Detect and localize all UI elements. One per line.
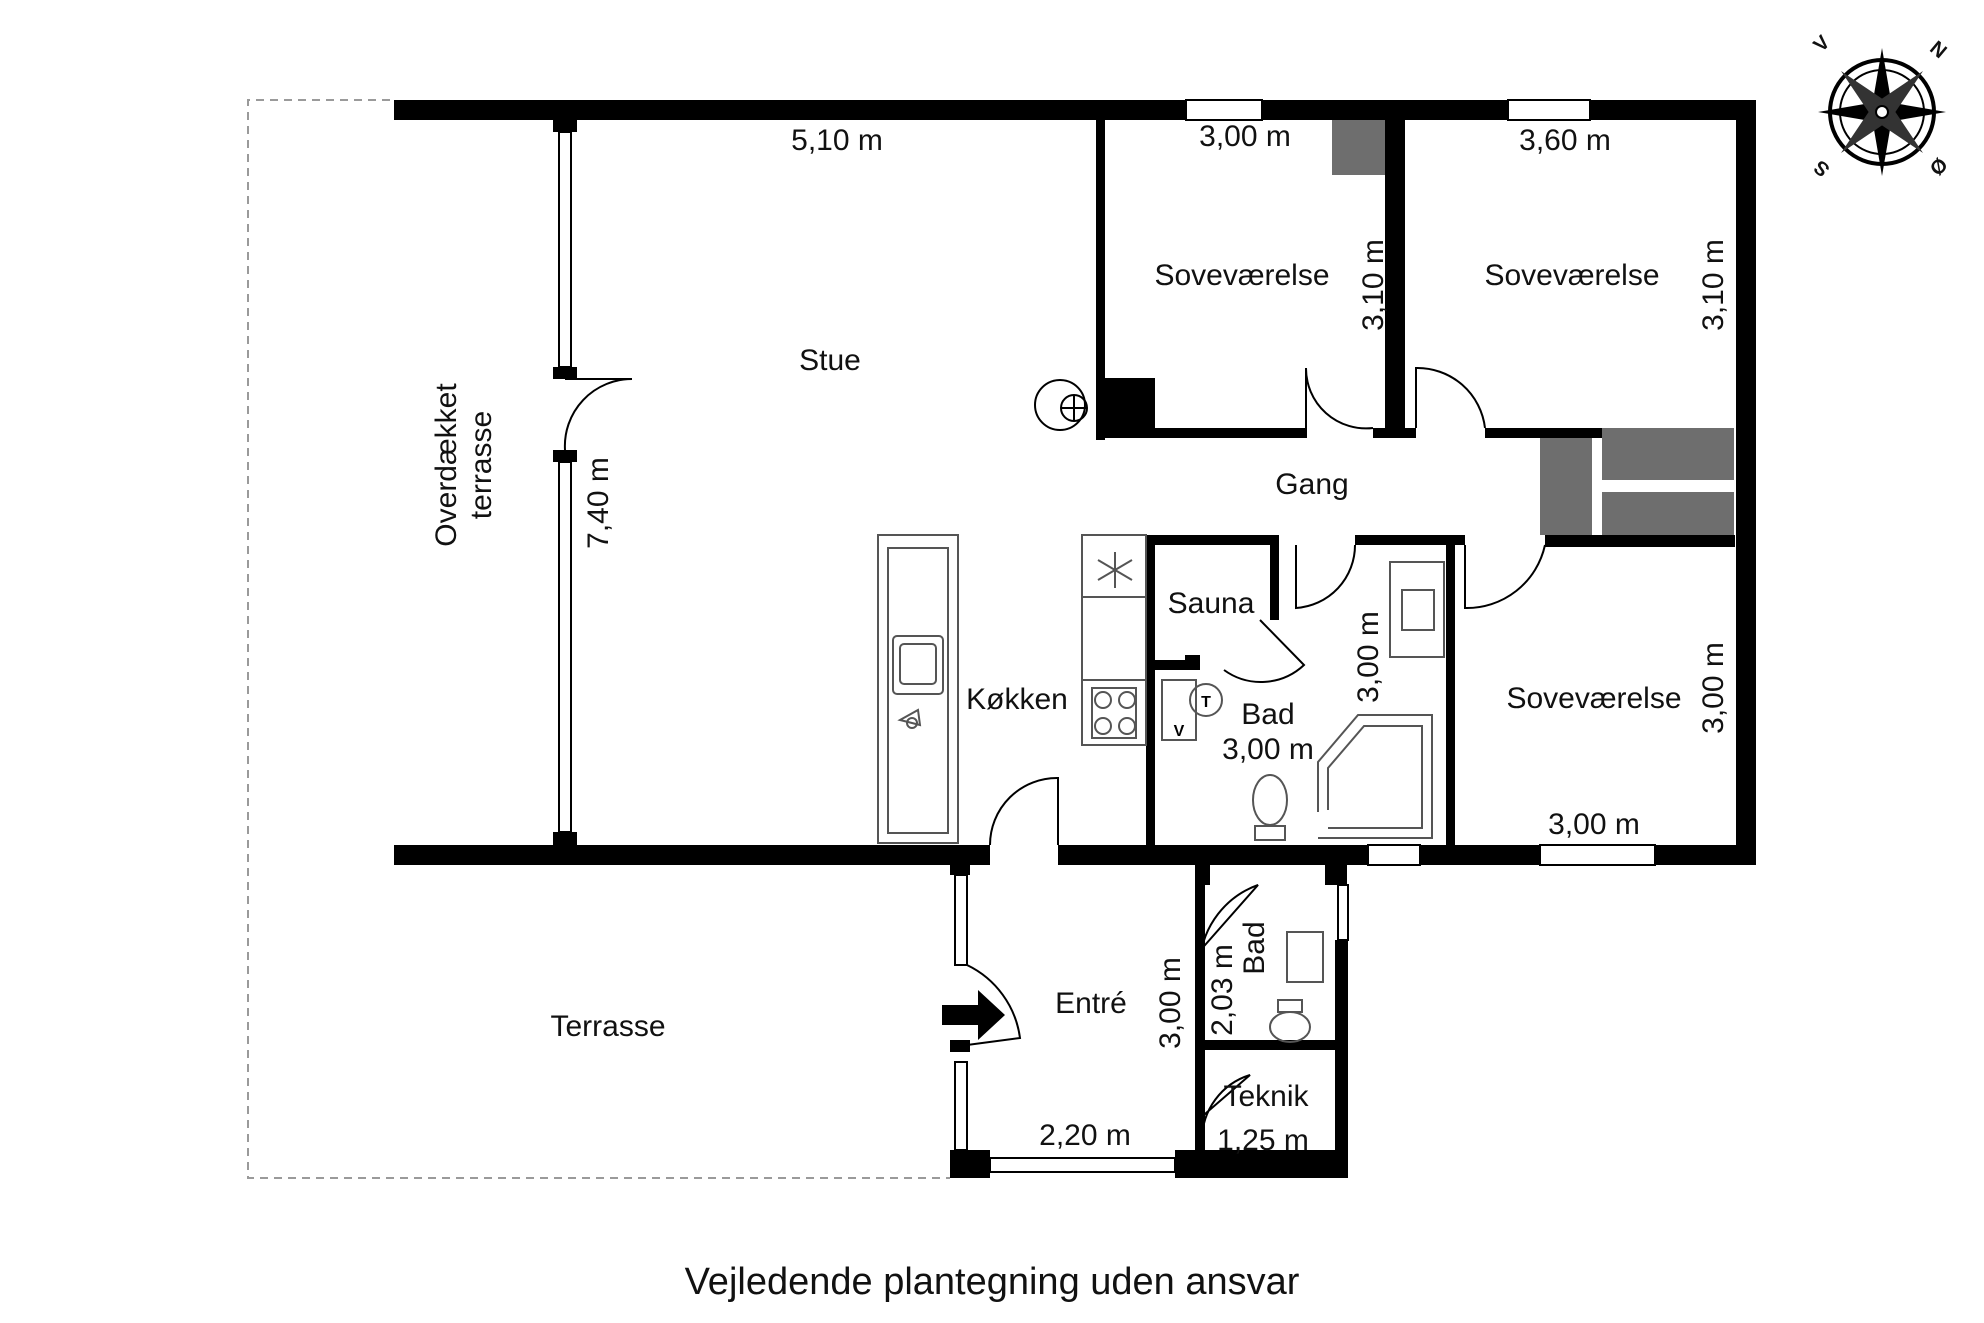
room-teknik: Teknik (1223, 1080, 1309, 1113)
freezer-icon (1097, 552, 1133, 588)
dim-sov3-width: 3,00 m (1548, 808, 1640, 841)
compass-rose-icon (1818, 48, 1946, 176)
dim-sov3-height: 3,00 m (1697, 642, 1730, 734)
windows (558, 99, 1656, 1173)
dim-stue-height: 7,40 m (582, 457, 615, 549)
room-gang: Gang (1275, 468, 1348, 501)
walls (394, 100, 1756, 1178)
caption: Vejledende plantegning uden ansvar (685, 1261, 1300, 1303)
dim-stue-width: 5,10 m (791, 124, 883, 157)
dim-sov2-width: 3,60 m (1519, 124, 1611, 157)
dim-sov2-height: 3,10 m (1697, 239, 1730, 331)
fixture-t: T (1201, 694, 1211, 711)
kitchen-tap-icon (897, 708, 922, 729)
room-stue: Stue (799, 344, 861, 377)
kitchen-counters (877, 534, 1147, 844)
dim-teknik-width: 1,25 m (1217, 1124, 1309, 1157)
stove-burners (1094, 691, 1136, 735)
fixture-v: V (1174, 723, 1185, 740)
room-overdaekket-line1: Overdækket (430, 383, 463, 547)
terrace-outline (247, 99, 950, 1179)
room-sov3: Soveværelse (1506, 682, 1681, 715)
door-swings (563, 366, 1546, 1141)
dim-bad1-width: 3,00 m (1222, 733, 1314, 766)
room-sov1: Soveværelse (1154, 259, 1329, 292)
room-overdaekket-line2: terrasse (465, 411, 498, 519)
compass-v: V (1810, 31, 1835, 56)
dim-sov1-height: 3,10 m (1357, 239, 1390, 331)
room-bad2: Bad (1238, 921, 1271, 974)
room-koekken: Køkken (966, 683, 1068, 716)
fireplace-icon (1034, 379, 1088, 431)
room-entre: Entré (1055, 987, 1127, 1020)
entrance-arrow-icon (942, 990, 1005, 1040)
dim-entre-height: 3,00 m (1154, 957, 1187, 1049)
dim-bad1-height: 3,00 m (1352, 611, 1385, 703)
compass-n: N (1925, 37, 1950, 63)
dim-bad2-height: 2,03 m (1206, 944, 1239, 1036)
room-sauna: Sauna (1168, 587, 1255, 620)
dim-sov1-width: 3,00 m (1199, 120, 1291, 153)
compass-o: Ø (1925, 153, 1952, 180)
room-sov2: Soveværelse (1484, 259, 1659, 292)
room-bad1: Bad (1241, 698, 1294, 731)
room-terrasse: Terrasse (550, 1010, 665, 1043)
dim-entre-width: 2,20 m (1039, 1119, 1131, 1152)
bath-fixtures (1161, 561, 1445, 1043)
compass-s: S (1810, 155, 1834, 180)
